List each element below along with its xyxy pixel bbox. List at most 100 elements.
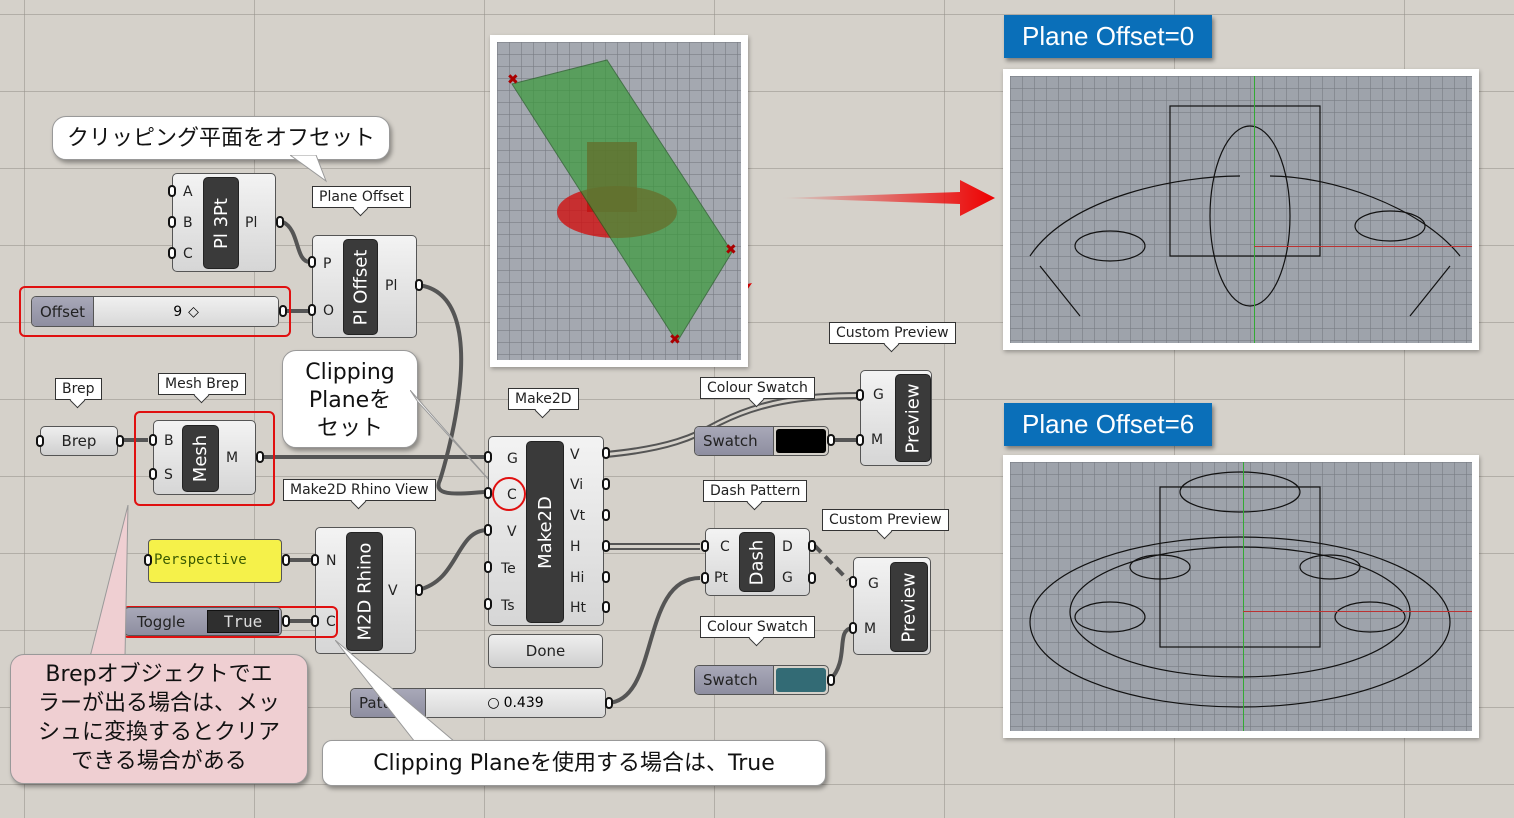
output-v: V [570, 447, 580, 463]
result-view-offset-6 [1003, 455, 1479, 738]
toggle[interactable]: Toggle True [124, 607, 282, 636]
port[interactable] [415, 584, 423, 596]
pl3pt-core: Pl 3Pt [203, 177, 239, 269]
port[interactable] [856, 389, 864, 401]
offset-slider-value: 9 [173, 303, 183, 320]
port[interactable] [36, 435, 44, 447]
label-make2d: Make2D [508, 388, 579, 410]
toggle-label: Toggle [137, 612, 186, 631]
port[interactable] [808, 572, 816, 584]
preview-1-component[interactable]: G M Preview [860, 370, 932, 466]
port[interactable] [849, 622, 857, 634]
point-marker-icon: ✖ [507, 72, 519, 88]
input-s: S [164, 467, 173, 483]
point-marker-icon: ✖ [669, 332, 681, 348]
result-label-offset-0: Plane Offset=0 [1004, 15, 1213, 58]
port[interactable] [311, 615, 319, 627]
port[interactable] [701, 572, 709, 584]
port[interactable] [311, 554, 319, 566]
port[interactable] [602, 447, 610, 459]
label-mesh-brep: Mesh Brep [158, 373, 246, 395]
port[interactable] [605, 697, 613, 709]
offset-slider[interactable]: Offset 9◇ [31, 296, 279, 327]
swatch-2-color[interactable] [776, 668, 826, 692]
input-m: M [864, 621, 877, 637]
pl3pt-component[interactable]: A B C Pl 3Pt Pl [172, 173, 276, 272]
perspective-panel[interactable]: Perspective [148, 539, 282, 583]
swatch-2[interactable]: Swatch [694, 665, 829, 695]
input-o: O [323, 303, 335, 319]
preview-2-component[interactable]: G M Preview [853, 557, 931, 655]
port[interactable] [168, 216, 176, 228]
callout-line: ラーが出る場合は、メッ [37, 691, 280, 716]
port[interactable] [308, 256, 316, 268]
callout-line: セット [316, 416, 383, 441]
dash-core: Dash [739, 532, 775, 592]
offset-slider-track[interactable]: 9◇ [94, 297, 278, 326]
port[interactable] [849, 576, 857, 588]
input-g: G [868, 576, 879, 592]
y-axis [1243, 462, 1244, 731]
pattern-slider-track[interactable]: ○0.439 [426, 689, 605, 717]
callout-line: Planeを [308, 388, 392, 413]
port[interactable] [282, 615, 290, 627]
port[interactable] [484, 561, 492, 573]
port[interactable] [484, 451, 492, 463]
m2d-rhino-component[interactable]: N C M2D Rhino V [315, 527, 416, 654]
port[interactable] [282, 554, 290, 566]
y-axis [1254, 76, 1255, 343]
done-button[interactable]: Done [488, 634, 603, 668]
callout-line: Clipping [305, 360, 395, 385]
input-p: P [323, 256, 332, 272]
port[interactable] [149, 468, 157, 480]
preview-1-core: Preview [895, 374, 931, 462]
port[interactable] [279, 305, 287, 317]
port[interactable] [144, 554, 152, 566]
port[interactable] [308, 304, 316, 316]
port[interactable] [168, 185, 176, 197]
input-c: C [720, 539, 730, 555]
input-b: B [164, 433, 174, 449]
ploffset-component[interactable]: P O Pl Offset Pl [312, 235, 417, 338]
port[interactable] [484, 487, 492, 499]
port[interactable] [602, 540, 610, 552]
port[interactable] [168, 247, 176, 259]
port[interactable] [415, 279, 423, 291]
pattern-slider-value: 0.439 [503, 695, 544, 711]
port[interactable] [701, 540, 709, 552]
dash-component[interactable]: C Pt Dash D G [705, 528, 810, 596]
x-axis [1254, 246, 1472, 247]
port[interactable] [484, 524, 492, 536]
port[interactable] [116, 435, 124, 447]
port[interactable] [827, 674, 835, 686]
make2d-component[interactable]: G C V Te Ts Make2D V Vi Vt H Hi Ht [488, 436, 604, 626]
port[interactable] [602, 478, 610, 490]
result-view-offset-0 [1003, 69, 1479, 350]
label-dash-pattern: Dash Pattern [703, 480, 808, 502]
port[interactable] [276, 216, 284, 228]
swatch-1[interactable]: Swatch [694, 426, 829, 456]
port[interactable] [827, 434, 835, 446]
slider-handle-icon[interactable]: ○ [487, 695, 500, 711]
slider-handle-icon[interactable]: ◇ [188, 303, 199, 320]
output-ht: Ht [570, 600, 587, 616]
ploffset-core: Pl Offset [343, 239, 378, 335]
port[interactable] [256, 451, 264, 463]
port[interactable] [484, 598, 492, 610]
port[interactable] [808, 540, 816, 552]
port[interactable] [602, 571, 610, 583]
callout-pointer [410, 390, 499, 491]
port[interactable] [602, 509, 610, 521]
make2d-core: Make2D [526, 441, 564, 623]
swatch-1-color[interactable] [776, 429, 826, 453]
input-ts: Ts [501, 598, 515, 614]
callout-offset-clip: クリッピング平面をオフセット [52, 116, 390, 160]
brep-param[interactable]: Brep [40, 426, 118, 456]
gear-drawing [1029, 105, 1461, 317]
port[interactable] [602, 601, 610, 613]
input-b: B [183, 215, 193, 231]
port[interactable] [149, 434, 157, 446]
toggle-value[interactable]: True [207, 610, 279, 633]
port[interactable] [856, 434, 864, 446]
mesh-component[interactable]: B S Mesh M [153, 420, 256, 495]
